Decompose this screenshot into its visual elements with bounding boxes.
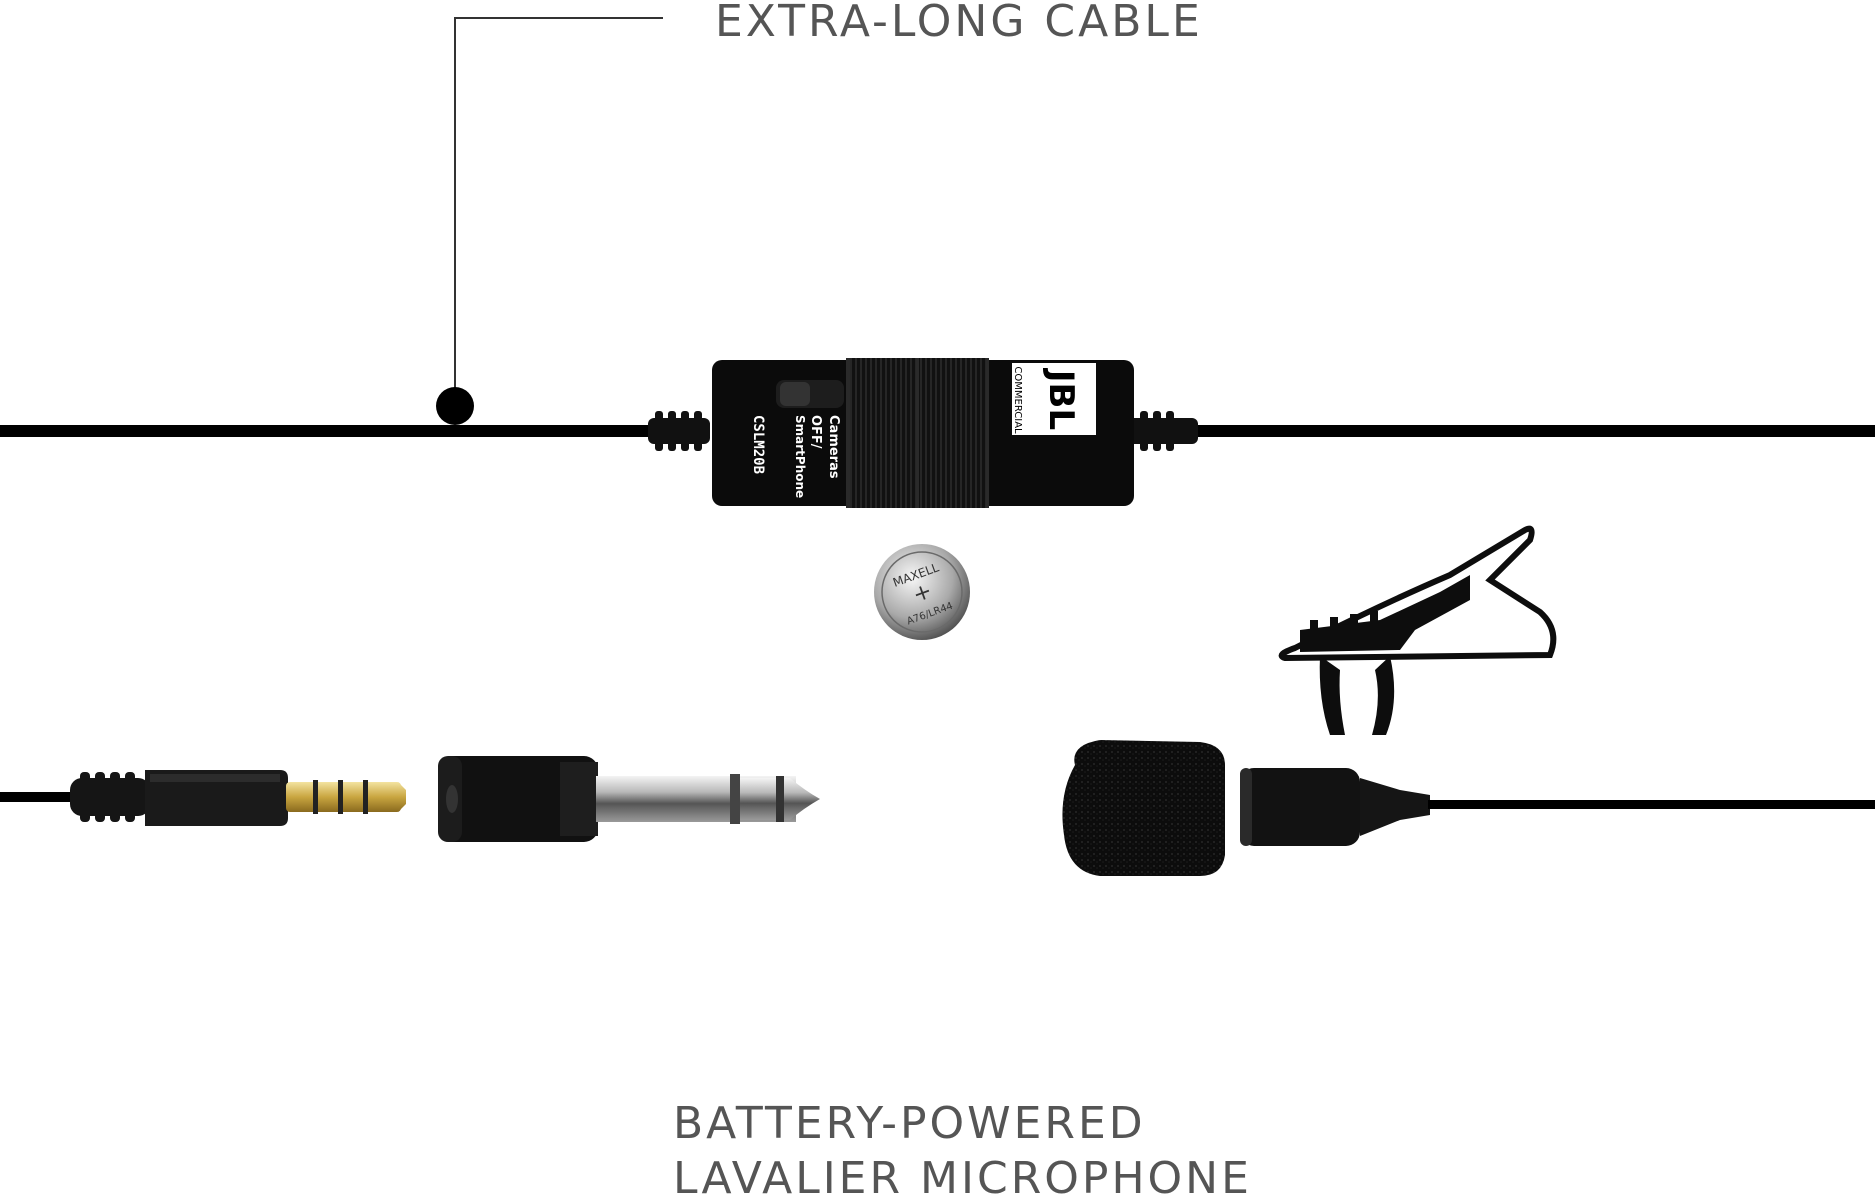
jbl-logo bbox=[1026, 363, 1096, 435]
battery-control-box: JBL COMMERCIAL Cameras OFF/ SmartPhone C… bbox=[712, 358, 1134, 508]
main-cable bbox=[0, 411, 1875, 451]
cable-callout bbox=[436, 17, 663, 425]
model-number: CSLM20B bbox=[750, 415, 766, 474]
extra-long-cable-caption: EXTRA-LONG CABLE bbox=[715, 0, 1203, 47]
tie-clip bbox=[1278, 525, 1557, 735]
switch-label-off: OFF/ bbox=[808, 415, 823, 449]
switch-label-smartphone: SmartPhone bbox=[793, 415, 807, 498]
battery-powered-caption: BATTERY-POWERED bbox=[673, 1098, 1146, 1149]
switch-label-cameras: Cameras bbox=[826, 415, 841, 479]
button-cell-battery: MAXELL + A76/LR44 bbox=[874, 544, 970, 640]
quarter-inch-adapter bbox=[438, 756, 820, 842]
lavalier-mic-capsule bbox=[1240, 768, 1875, 846]
jbl-logo-text: JBL bbox=[1041, 368, 1081, 430]
trrs-3-5mm-plug bbox=[0, 770, 406, 826]
foam-windscreen bbox=[1062, 740, 1225, 876]
jbl-commercial-text: COMMERCIAL bbox=[1012, 366, 1023, 434]
lavalier-microphone-caption: LAVALIER MICROPHONE bbox=[673, 1153, 1252, 1204]
